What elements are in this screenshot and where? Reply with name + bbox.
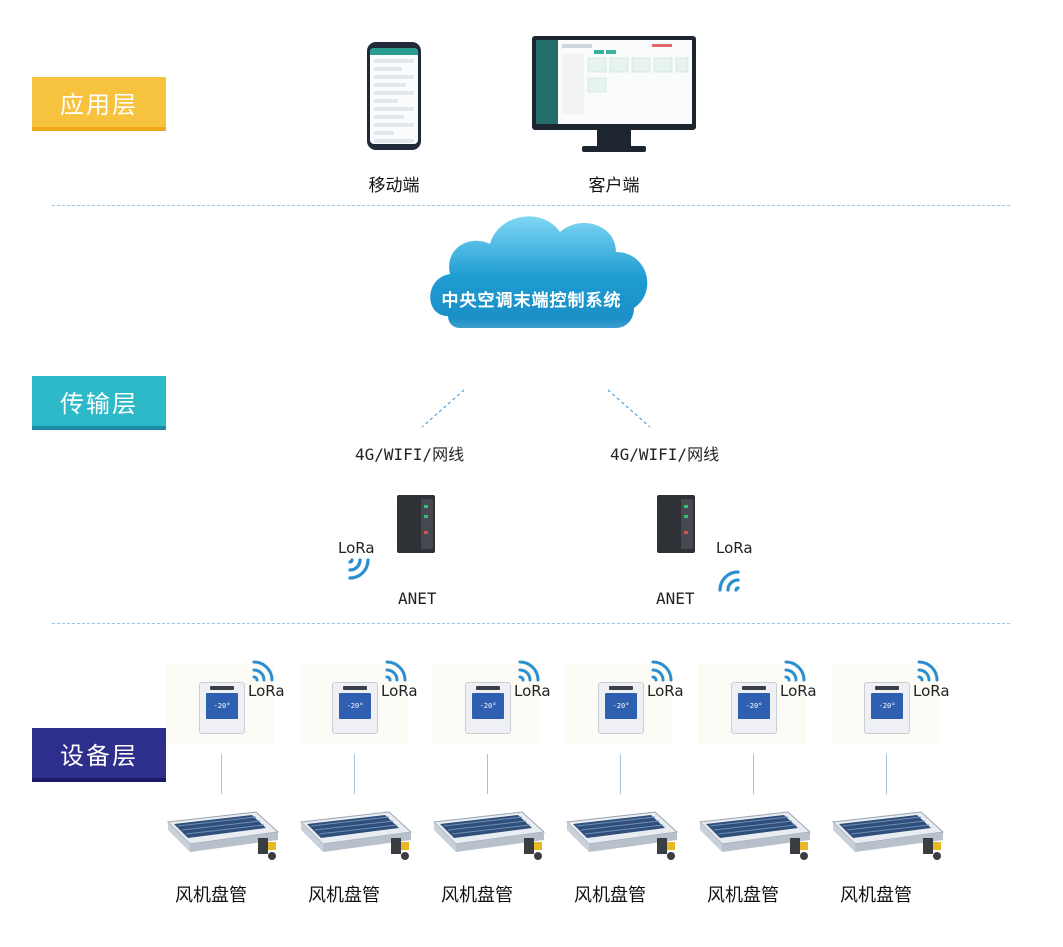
fan-coil-label: 风机盘管 (308, 885, 380, 906)
gateway-right-name: ANET (656, 589, 695, 608)
gateway-right-lora-label: LoRa (716, 539, 753, 557)
fan-coil-unit-icon (698, 811, 812, 860)
device-connector (886, 754, 887, 794)
device-lora-label: LoRa (514, 682, 551, 700)
fan-coil-label: 风机盘管 (441, 885, 513, 906)
device-lora-label: LoRa (248, 682, 285, 700)
fan-coil-label: 风机盘管 (707, 885, 779, 906)
fan-coil-unit-icon (432, 811, 546, 860)
device-connector (487, 754, 488, 794)
mobile-label: 移动端 (368, 176, 420, 196)
gateway-right (657, 495, 695, 553)
device-connector (354, 754, 355, 794)
thermostat-icon: -20° (864, 682, 910, 734)
thermostat-icon: -20° (598, 682, 644, 734)
gateway-left (397, 495, 435, 553)
thermostat-icon: -20° (199, 682, 245, 734)
fan-coil-label: 风机盘管 (175, 885, 247, 906)
fan-coil-unit-icon (831, 811, 945, 860)
fan-coil-unit-icon (166, 811, 280, 860)
device-lora-label: LoRa (647, 682, 684, 700)
thermostat-icon: -20° (731, 682, 777, 734)
gateway-left-lora-label: LoRa (338, 539, 375, 557)
wifi-signal-icon (718, 570, 740, 592)
separator-bottom (52, 623, 1010, 624)
device-lora-label: LoRa (381, 682, 418, 700)
mobile-phone-icon (367, 42, 421, 150)
device-connector (620, 754, 621, 794)
cloud-icon (430, 216, 648, 384)
fan-coil-label: 风机盘管 (574, 885, 646, 906)
fan-coil-unit-icon (299, 811, 413, 860)
wifi-signal-icon (917, 660, 939, 682)
cloud-title: 中央空调末端控制系统 (441, 291, 622, 311)
device-lora-label: LoRa (913, 682, 950, 700)
wifi-signal-icon (518, 660, 540, 682)
monitor-base (582, 146, 646, 152)
device-lora-label: LoRa (780, 682, 817, 700)
link-label-right: 4G/WIFI/网线 (610, 445, 720, 464)
wifi-signal-icon (784, 660, 806, 682)
device-connector (221, 754, 222, 794)
wifi-signal-icon (385, 660, 407, 682)
client-label: 客户端 (588, 176, 640, 196)
wifi-signal-icon (252, 660, 274, 682)
layer-tag-application: 应用层 (32, 77, 166, 131)
layer-tag-transport: 传输层 (32, 376, 166, 430)
layer-tag-device: 设备层 (32, 728, 166, 782)
thermostat-icon: -20° (332, 682, 378, 734)
desktop-monitor-icon (532, 36, 696, 130)
device-connector (753, 754, 754, 794)
fan-coil-label: 风机盘管 (840, 885, 912, 906)
separator-top (52, 205, 1010, 206)
wifi-signal-icon (651, 660, 673, 682)
link-label-left: 4G/WIFI/网线 (355, 445, 465, 464)
monitor-stand (597, 130, 631, 146)
wifi-signal-icon (348, 558, 370, 580)
thermostat-icon: -20° (465, 682, 511, 734)
cloud-links (421, 389, 651, 428)
gateway-left-name: ANET (398, 589, 437, 608)
fan-coil-unit-icon (565, 811, 679, 860)
